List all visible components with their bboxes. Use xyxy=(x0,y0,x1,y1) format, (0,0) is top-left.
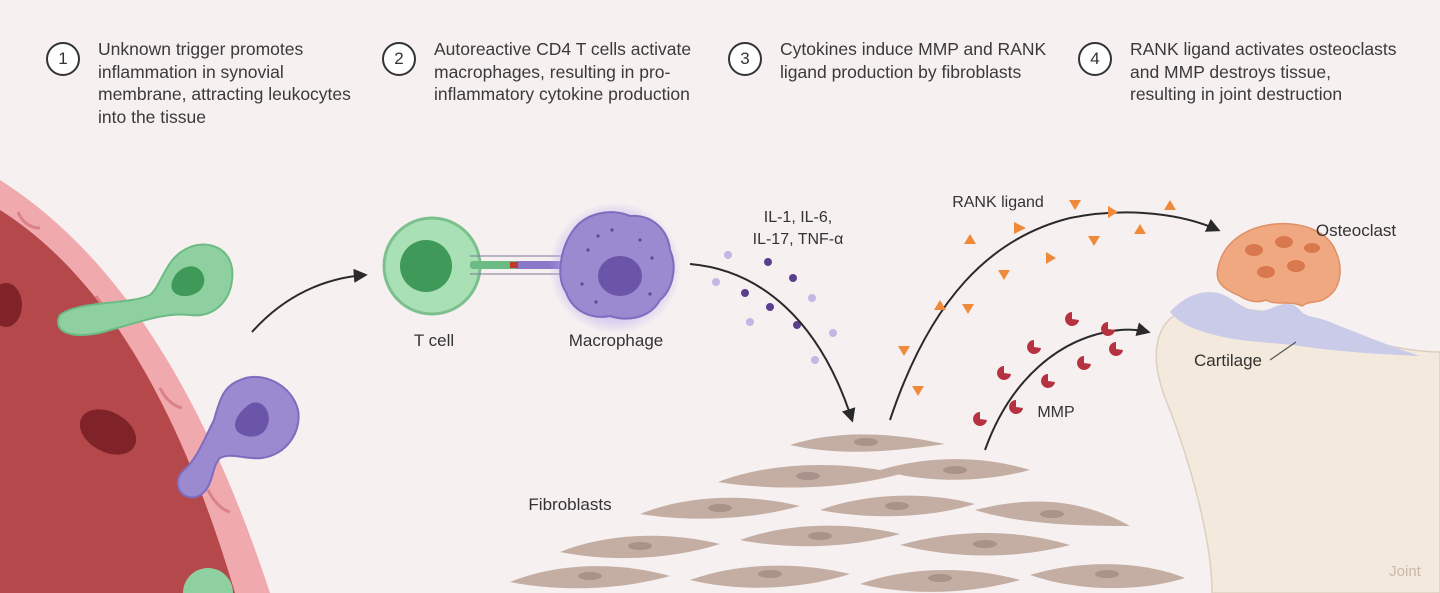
rank-ligand-molecules xyxy=(898,200,1176,396)
step-description: Cytokines induce MMP and RANK ligand pro… xyxy=(780,39,1047,82)
arrow-cytokines xyxy=(689,263,856,423)
t-cell-label: T cell xyxy=(414,331,454,350)
osteoclast-label: Osteoclast xyxy=(1316,221,1397,240)
leukocyte-bottom xyxy=(183,568,233,593)
step-description: RANK ligand activates osteoclasts and MM… xyxy=(1130,39,1397,104)
arrow-mmp xyxy=(984,322,1151,451)
step-3: 3 Cytokines induce MMP and RANK ligand p… xyxy=(728,38,1048,138)
step-description: Autoreactive CD4 T cells activate macrop… xyxy=(434,39,692,104)
arrow-rank-ligand xyxy=(889,211,1221,421)
step-description: Unknown trigger promotes inflammation in… xyxy=(98,39,351,127)
cytokine-dots xyxy=(712,251,837,364)
fibroblasts-label: Fibroblasts xyxy=(528,495,611,514)
step-1: 1 Unknown trigger promotes inflammation … xyxy=(46,38,366,138)
migrating-leukocyte-green xyxy=(57,243,234,336)
rank-ligand-label: RANK ligand xyxy=(952,194,1044,211)
arrow-migration xyxy=(251,268,368,333)
step-number-badge: 4 xyxy=(1078,42,1112,76)
mmp-label: MMP xyxy=(1037,404,1074,421)
cytokines-label-line1: IL-1, IL-6, xyxy=(764,209,832,226)
mmp-molecules xyxy=(973,312,1123,426)
red-blood-cell xyxy=(0,283,22,327)
migrating-leukocyte-purple xyxy=(176,375,300,499)
macrophage-label: Macrophage xyxy=(569,331,664,350)
cartilage-label: Cartilage xyxy=(1194,351,1262,370)
fibroblast-nuclei xyxy=(578,438,1119,582)
step-number-badge: 2 xyxy=(382,42,416,76)
step-4: 4 RANK ligand activates osteoclasts and … xyxy=(1078,38,1398,138)
cytokines-label-line2: IL-17, TNF-α xyxy=(753,231,844,248)
red-blood-cell xyxy=(79,409,137,455)
step-number-badge: 1 xyxy=(46,42,80,76)
osteoclast xyxy=(1216,222,1341,307)
macrophage xyxy=(549,202,681,334)
joint-bone xyxy=(1155,292,1440,593)
step-2: 2 Autoreactive CD4 T cells activate macr… xyxy=(382,38,702,138)
joint-label: Joint xyxy=(1389,563,1422,580)
step-number-badge: 3 xyxy=(728,42,762,76)
t-cell xyxy=(382,216,482,316)
cartilage-pointer xyxy=(1269,341,1297,361)
